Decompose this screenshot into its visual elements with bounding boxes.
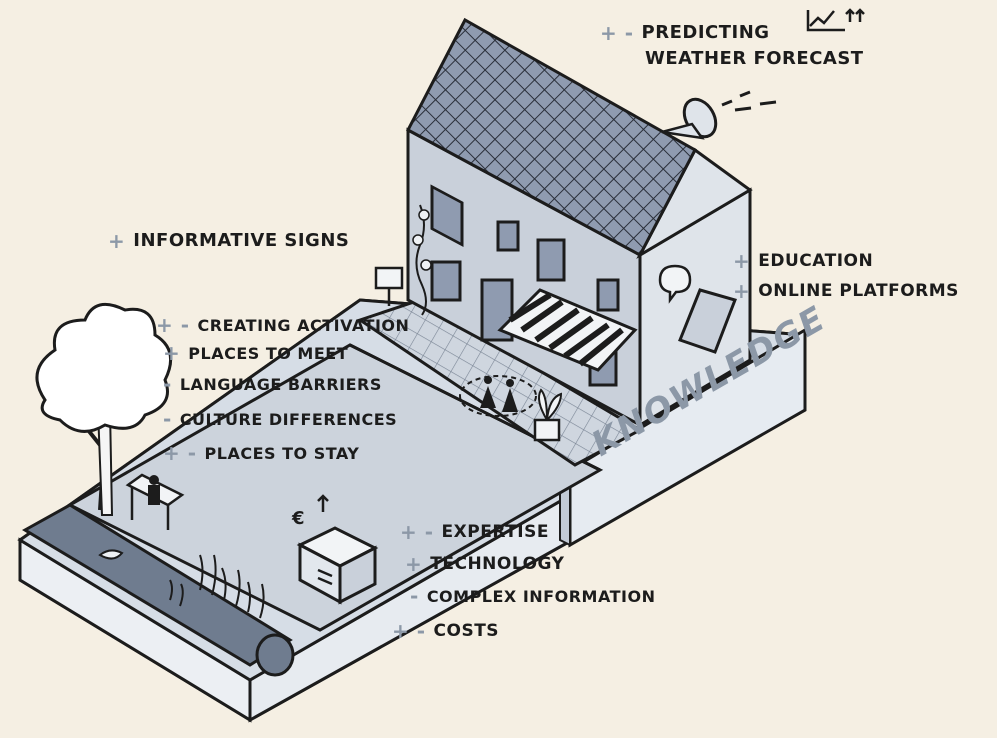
label-weather-forecast-text: WEATHER FORECAST xyxy=(645,48,864,69)
label-weather-forecast: WEATHER FORECAST xyxy=(645,48,864,69)
label-costs: + - COSTS xyxy=(392,621,499,641)
label-education-text: EDUCATION xyxy=(758,251,874,271)
label-predicting: + - PREDICTING xyxy=(600,22,770,43)
label-complex-information: - COMPLEX INFORMATION xyxy=(410,586,655,606)
plaza xyxy=(356,298,644,467)
trend-chart-icon xyxy=(806,8,865,32)
planter-icon xyxy=(533,388,563,442)
sign-places-to-meet: + xyxy=(163,341,181,365)
label-complex-information-text: COMPLEX INFORMATION xyxy=(426,586,656,606)
label-informative-signs: + INFORMATIVE SIGNS xyxy=(108,230,349,251)
sign-technology: + xyxy=(405,552,423,576)
euro-symbol: € xyxy=(292,508,305,529)
label-creating-activation-text: CREATING ACTIVATION xyxy=(197,315,410,335)
label-predicting-text: PREDICTING xyxy=(641,22,770,43)
label-technology: + TECHNOLOGY xyxy=(405,554,564,574)
sign-online-platforms: + xyxy=(733,279,751,303)
sign-places-to-stay: + - xyxy=(163,441,197,465)
money-box-icon xyxy=(296,494,379,605)
label-education: + EDUCATION xyxy=(733,251,873,271)
sign-creating-activation: + - xyxy=(156,313,190,337)
river xyxy=(22,503,295,677)
sign-costs: + - xyxy=(392,619,426,643)
label-informative-signs-text: INFORMATIVE SIGNS xyxy=(133,230,350,251)
tree-icon xyxy=(35,302,173,516)
label-costs-text: COSTS xyxy=(433,621,500,641)
label-expertise: + - EXPERTISE xyxy=(400,522,549,542)
bench-icon xyxy=(125,473,185,530)
label-technology-text: TECHNOLOGY xyxy=(430,554,565,574)
label-places-to-meet-text: PLACES TO MEET xyxy=(188,343,349,363)
euro-symbol-text: € xyxy=(292,508,306,529)
sign-language-barriers: - xyxy=(163,372,172,396)
label-places-to-stay: + - PLACES TO STAY xyxy=(163,443,359,463)
satellite-dish-icon xyxy=(661,90,777,140)
sign-education: + xyxy=(733,249,751,273)
label-creating-activation: + - CREATING ACTIVATION xyxy=(156,315,409,335)
label-language-barriers: - LANGUAGE BARRIERS xyxy=(163,374,382,394)
label-language-barriers-text: LANGUAGE BARRIERS xyxy=(179,374,382,394)
sign-predicting: + - xyxy=(600,20,634,45)
label-online-platforms: + ONLINE PLATFORMS xyxy=(733,281,959,301)
sign-culture-differences: - xyxy=(163,407,172,431)
meeting-people-icon xyxy=(459,375,537,417)
reeds xyxy=(169,554,265,619)
label-culture-differences-text: CULTURE DIFFERENCES xyxy=(179,409,398,429)
label-online-platforms-text: ONLINE PLATFORMS xyxy=(758,281,959,301)
label-expertise-text: EXPERTISE xyxy=(441,522,549,542)
sign-expertise: + - xyxy=(400,520,434,544)
sign-informative-signs: + xyxy=(108,228,126,253)
label-culture-differences: - CULTURE DIFFERENCES xyxy=(163,409,397,429)
label-places-to-meet: + PLACES TO MEET xyxy=(163,343,348,363)
sign-complex-information: - xyxy=(410,584,419,608)
label-places-to-stay-text: PLACES TO STAY xyxy=(204,443,360,463)
house xyxy=(405,17,753,428)
sign-post-icon xyxy=(374,266,404,306)
